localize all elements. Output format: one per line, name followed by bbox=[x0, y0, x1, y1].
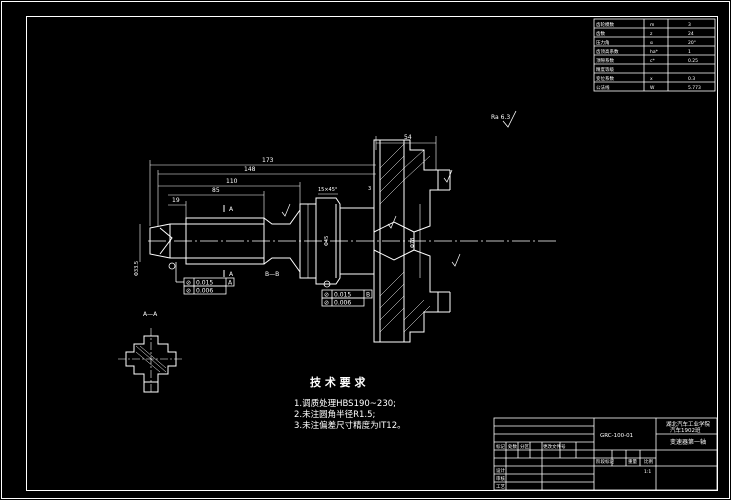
param-symbol: x bbox=[650, 77, 653, 82]
dim-left-dia: Φ33.5 bbox=[134, 261, 140, 276]
dim-19: 19 bbox=[172, 197, 180, 204]
param-symbol: W bbox=[650, 85, 655, 91]
param-symbol: ha* bbox=[650, 49, 659, 55]
param-name: 齿数 bbox=[596, 30, 605, 37]
dim-3: 3 bbox=[368, 186, 371, 192]
title-row-label-4: 更改文件号 bbox=[543, 443, 566, 450]
param-name: 压力角 bbox=[596, 39, 610, 46]
tech-req-item-3: 3.未注偏差尺寸精度为IT12。 bbox=[294, 420, 406, 431]
tech-req-item-1: 1.调质处理HBS190~230; bbox=[294, 398, 396, 409]
tolerance-value: 0.015 bbox=[334, 292, 351, 299]
title-part-name: 变速器第一轴 bbox=[670, 438, 706, 446]
section-a-bottom: A bbox=[229, 271, 234, 278]
title-scale-label: 比例 bbox=[644, 458, 653, 465]
tolerance-symbol: ⊘ bbox=[186, 280, 191, 287]
param-value: 0.25 bbox=[688, 58, 698, 64]
tolerance-value: 0.006 bbox=[196, 288, 213, 295]
param-name: 精度等级 bbox=[596, 66, 614, 73]
dim-mid-dia: Φ45 bbox=[324, 236, 330, 246]
tolerance-value: 0.006 bbox=[334, 300, 351, 307]
tech-requirements: 技 术 要 求 1.调质处理HBS190~230; 2.未注圆角半径R1.5; … bbox=[294, 375, 406, 431]
tolerance-symbol: ⊘ bbox=[186, 288, 191, 295]
param-value: 5.773 bbox=[688, 85, 701, 91]
dimension-texts: 54 173 148 110 85 19 15×45° 3 Φ33.5 Φ45 … bbox=[134, 134, 416, 276]
title-stage: 阶段标记 bbox=[596, 458, 614, 465]
param-symbol: z bbox=[650, 32, 653, 37]
parameter-table: 齿轮模数 m 3 齿数 z 24 压力角 α 20° 齿顶高系数 ha* 1 顶隙系数 c* 0.25 精度等… bbox=[593, 18, 716, 92]
gear-hatching bbox=[379, 143, 431, 333]
tolerance-datum: B bbox=[366, 292, 370, 299]
dim-54: 54 bbox=[404, 134, 412, 141]
dim-85: 85 bbox=[212, 187, 220, 194]
param-symbol: m bbox=[650, 23, 654, 28]
param-value: 0.3 bbox=[688, 76, 695, 82]
title-review: 审核 bbox=[496, 475, 505, 482]
tech-req-item-2: 2.未注圆角半径R1.5; bbox=[294, 409, 375, 420]
tolerance-datum: A bbox=[228, 280, 233, 287]
tolerance-symbol: ⊘ bbox=[324, 300, 329, 307]
tolerance-symbol: ⊘ bbox=[324, 292, 329, 299]
title-row-label-2: 处数 bbox=[508, 443, 517, 450]
param-value: 1 bbox=[688, 49, 691, 55]
roughness-label: Ra 6.3 bbox=[491, 114, 510, 121]
title-scale: 1:1 bbox=[644, 469, 651, 475]
tolerance-value: 0.015 bbox=[196, 280, 213, 287]
section-aa-label: A—A bbox=[143, 311, 158, 318]
param-name: 齿顶高系数 bbox=[596, 48, 619, 55]
param-name: 顶隙系数 bbox=[596, 57, 614, 64]
title-block: GRC-100-01 湖北汽车工业学院 汽车1902班 变速器第一轴 标记 处数… bbox=[493, 417, 718, 491]
param-name: 变位系数 bbox=[596, 75, 614, 82]
section-a-top: A bbox=[229, 206, 234, 213]
dim-110: 110 bbox=[226, 178, 238, 185]
title-weight: 重量 bbox=[628, 458, 637, 465]
title-drawing-no: GRC-100-01 bbox=[600, 433, 633, 439]
param-symbol: α bbox=[650, 41, 653, 46]
param-value: 3 bbox=[688, 22, 691, 28]
title-row-label-3: 分区 bbox=[520, 443, 529, 450]
title-craft: 工艺 bbox=[496, 484, 505, 490]
dimension-lines bbox=[139, 136, 437, 278]
section-markers: A A B—B A—A bbox=[143, 205, 331, 318]
section-view-aa bbox=[118, 328, 184, 393]
shaft-body bbox=[149, 197, 375, 285]
param-symbol: c* bbox=[650, 58, 655, 64]
roughness-marks bbox=[281, 169, 461, 267]
section-bb-label: B—B bbox=[265, 271, 279, 278]
roughness-symbol-top: Ra 6.3 bbox=[491, 110, 517, 128]
dim-gear-dia: Φ78 bbox=[410, 238, 416, 248]
title-design: 设计 bbox=[496, 467, 505, 474]
title-class: 汽车1902班 bbox=[670, 426, 701, 434]
dim-148: 148 bbox=[244, 166, 256, 173]
param-name: 公法线 bbox=[596, 84, 610, 91]
param-value: 24 bbox=[688, 31, 694, 37]
title-school: 湖北汽车工业学院 bbox=[666, 420, 711, 428]
tech-req-title: 技 术 要 求 bbox=[310, 375, 366, 389]
param-name: 齿轮模数 bbox=[596, 21, 614, 28]
dim-173: 173 bbox=[262, 157, 274, 164]
param-value: 20° bbox=[688, 40, 696, 46]
dim-chamfer: 15×45° bbox=[318, 187, 338, 193]
title-row-label-1: 标记 bbox=[496, 443, 505, 450]
